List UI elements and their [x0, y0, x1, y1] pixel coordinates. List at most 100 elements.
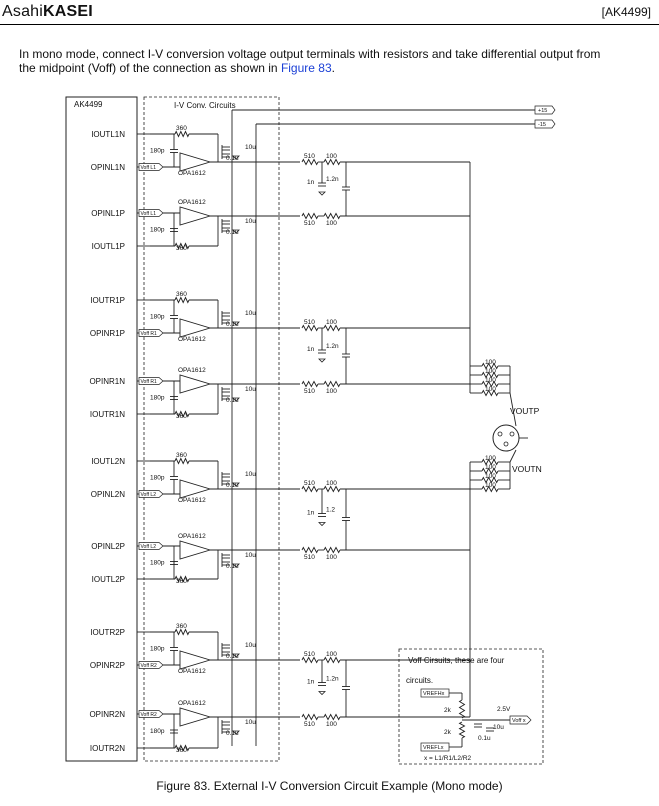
pin-label-ioutr1n: IOUTR1N [90, 410, 125, 419]
voff-tag-3 [138, 377, 164, 385]
opamp-label-5: OPA1612 [178, 533, 206, 540]
feedback-cap-label-6: 180p [150, 646, 165, 653]
filter-res-100-1-1 [323, 380, 341, 388]
pin-label-ioutr2n: IOUTR2N [90, 744, 125, 753]
brand-prefix: Asahi [2, 3, 44, 20]
vrefl-label: VREFLx [423, 745, 444, 751]
mix-res-label: 100 [485, 368, 496, 375]
figure-link[interactable]: Figure 83 [280, 61, 332, 75]
voff-box-title2: circuits. [406, 676, 433, 685]
voff-res-label: 2k [444, 707, 452, 714]
filter-res-100-1-0 [323, 324, 341, 332]
filter-res-b-label: 100 [326, 651, 337, 658]
feedback-resistor-3 [174, 410, 190, 418]
ground-icon [232, 730, 240, 735]
pin-label-ioutr1p: IOUTR1P [90, 296, 125, 305]
voff-out-label: Voff x [512, 718, 526, 724]
opamp-label-2: OPA1612 [178, 336, 206, 343]
filter-res-a-label: 510 [304, 480, 315, 487]
pin-label-opinl2p: OPINL2P [91, 542, 125, 551]
mix-res-n-0 [481, 458, 499, 466]
ground-icon [318, 691, 326, 696]
feedback-resistor-2 [174, 296, 190, 304]
xlr-wire [509, 449, 517, 463]
filter-res-a-label: 510 [304, 319, 315, 326]
mix-res-p-0 [481, 362, 499, 370]
filter-res-100-2-1 [323, 546, 341, 554]
ground-icon [318, 358, 326, 363]
bypass-cap-label-6: 0.1u [226, 653, 239, 660]
ground-icon [232, 229, 240, 234]
ground-icon [232, 653, 240, 658]
header-rule [0, 24, 659, 25]
mix-res-n-1 [481, 467, 499, 475]
filter-res-100-0-0 [323, 158, 341, 166]
decoup-cap-label-2: 10u [245, 310, 256, 317]
feedback-res-label-0: 360 [176, 125, 187, 132]
pin-label-ioutl1p: IOUTL1P [92, 242, 125, 251]
feedback-resistor-7 [174, 744, 190, 752]
feedback-res-label-5: 360 [176, 578, 187, 585]
bypass-cap-label-3: 0.1u [226, 397, 239, 404]
gnd-cap-label-1: 1n [307, 346, 315, 353]
voff-tag-5-label: Voff L2 [141, 544, 157, 550]
ground-icon [318, 191, 326, 196]
figure-caption: Figure 83. External I-V Conversion Circu… [156, 779, 503, 793]
feedback-cap-label-2: 180p [150, 314, 165, 321]
supply-neg-tag [534, 119, 556, 129]
filter-res-100-0-1 [323, 212, 341, 220]
mix-res-p-2 [481, 380, 499, 388]
filter-res-a-label: 510 [304, 721, 315, 728]
company-logo: AsahiKASEI [2, 3, 93, 21]
voff-tag-1 [138, 209, 164, 217]
opamp-3 [179, 374, 212, 394]
gnd-cap-label-0: 1n [307, 179, 315, 186]
decoup-cap-label-6: 10u [245, 642, 256, 649]
filter-res-b-label: 100 [326, 554, 337, 561]
mix-res-label: 100 [485, 359, 496, 366]
diff-cap-label-1: 1.2n [326, 343, 339, 350]
voff-tag-1-label: Voff L1 [141, 211, 157, 217]
filter-res-100-2-0 [323, 485, 341, 493]
bypass-cap-label-1: 0.1u [226, 229, 239, 236]
pin-label-ioutr2p: IOUTR2P [90, 628, 125, 637]
filter-res-510-3-1 [301, 713, 319, 721]
decoup-cap-label-7: 10u [245, 719, 256, 726]
opamp-6 [179, 650, 212, 670]
supply-neg-label: -15 [538, 122, 546, 128]
pin-label-ioutl1n: IOUTL1N [91, 130, 125, 139]
pin-label-opinl2n: OPINL2N [91, 490, 125, 499]
mix-res-label: 100 [485, 386, 496, 393]
voff-tag-3-label: Voff R1 [141, 379, 158, 385]
pin-label-opinr2p: OPINR2P [90, 661, 125, 670]
supply-pos-label: +15 [538, 108, 547, 114]
mix-res-label: 100 [485, 482, 496, 489]
mix-res-n-3 [481, 485, 499, 493]
document-id: [AK4499] [601, 5, 651, 19]
filter-res-b-label: 100 [326, 153, 337, 160]
mix-res-p-1 [481, 371, 499, 379]
filter-res-510-1-0 [301, 324, 319, 332]
feedback-res-label-1: 360 [176, 245, 187, 252]
filter-res-b-label: 100 [326, 319, 337, 326]
filter-res-b-label: 100 [326, 721, 337, 728]
ground-icon [232, 482, 240, 487]
decoup-cap-label-5: 10u [245, 552, 256, 559]
voff-res-top [458, 699, 466, 719]
feedback-cap-label-7: 180p [150, 728, 165, 735]
bypass-cap-label-0: 0.1u [226, 155, 239, 162]
diff-cap-label-0: 1.2n [326, 176, 339, 183]
filter-res-510-2-1 [301, 546, 319, 554]
vout-p-label: VOUTP [510, 406, 540, 416]
filter-res-510-3-0 [301, 656, 319, 664]
feedback-res-label-3: 360 [176, 413, 187, 420]
voff-cap-small-label: 0.1u [478, 735, 491, 742]
voff-tag-6-label: Voff R2 [141, 663, 158, 669]
ground-icon [232, 321, 240, 326]
feedback-cap-label-1: 180p [150, 227, 165, 234]
voff-volt-label: 2.5V [497, 706, 511, 713]
diff-cap-label-3: 1.2n [326, 676, 339, 683]
pin-label-ioutl2p: IOUTL2P [92, 575, 125, 584]
opamp-1 [179, 206, 212, 226]
mix-res-p-3 [481, 389, 499, 397]
